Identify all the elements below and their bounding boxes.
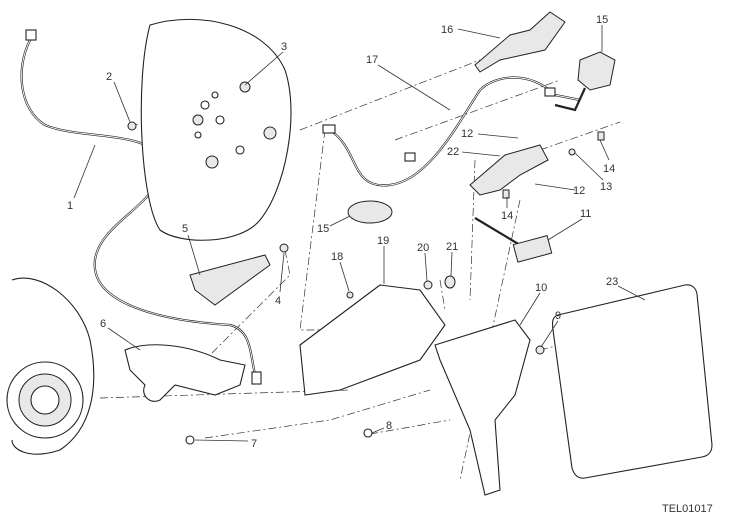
screw-4 <box>279 243 289 253</box>
screw-9 <box>535 345 545 355</box>
callout-7: 7 <box>251 438 257 450</box>
callout-21: 21 <box>446 241 458 253</box>
callout-19: 19 <box>377 235 389 247</box>
screw-8 <box>363 428 373 438</box>
callout-23: 23 <box>606 276 618 288</box>
callout-18: 18 <box>331 251 343 263</box>
callout-8: 8 <box>386 420 392 432</box>
support-22 <box>469 144 549 196</box>
callout-16: 16 <box>441 24 453 36</box>
callout-14a: 14 <box>603 163 615 175</box>
screw-14 <box>597 131 605 141</box>
license-plate-23 <box>551 284 713 479</box>
spacer-21 <box>444 275 456 289</box>
plate-holder-10 <box>434 319 531 496</box>
leader-lines <box>73 25 646 442</box>
callout-12a: 12 <box>461 128 473 140</box>
bracket-19 <box>299 284 446 396</box>
drawing-code: TEL01017 <box>662 503 713 515</box>
screw-2 <box>127 121 137 131</box>
screw-18 <box>346 291 354 299</box>
callout-4: 4 <box>275 295 281 307</box>
washer-20 <box>423 280 433 290</box>
callout-15a: 15 <box>596 14 608 26</box>
bracket-5 <box>189 254 271 306</box>
sensor-11 <box>474 217 553 263</box>
callout-22: 22 <box>447 146 459 158</box>
wiring-harness-1 <box>20 29 262 385</box>
frame-section <box>6 277 95 455</box>
callout-2: 2 <box>106 71 112 83</box>
callout-6: 6 <box>100 318 106 330</box>
callout-15b: 15 <box>317 223 329 235</box>
rear-fender-panel <box>140 18 292 241</box>
callout-14b: 14 <box>501 210 513 222</box>
callout-labels: 1 2 3 4 5 6 7 8 9 10 11 12 12 13 14 14 1… <box>67 14 713 515</box>
callout-9: 9 <box>555 310 561 322</box>
screw-14b <box>502 189 510 199</box>
callout-11: 11 <box>580 208 591 220</box>
callout-13: 13 <box>600 181 612 193</box>
wiring-harness-17 <box>322 76 581 187</box>
callout-20: 20 <box>417 242 429 254</box>
callout-10: 10 <box>535 282 547 294</box>
license-light-15 <box>347 200 393 224</box>
callout-1: 1 <box>67 200 73 212</box>
callout-3: 3 <box>281 41 287 53</box>
nut-13 <box>568 148 576 156</box>
bracket-6 <box>124 344 246 402</box>
turn-signal-15 <box>554 51 616 112</box>
callout-5: 5 <box>182 223 188 235</box>
callout-17: 17 <box>366 54 378 66</box>
callout-12b: 12 <box>573 185 585 197</box>
screw-7 <box>185 435 195 445</box>
cover-16 <box>474 11 566 73</box>
